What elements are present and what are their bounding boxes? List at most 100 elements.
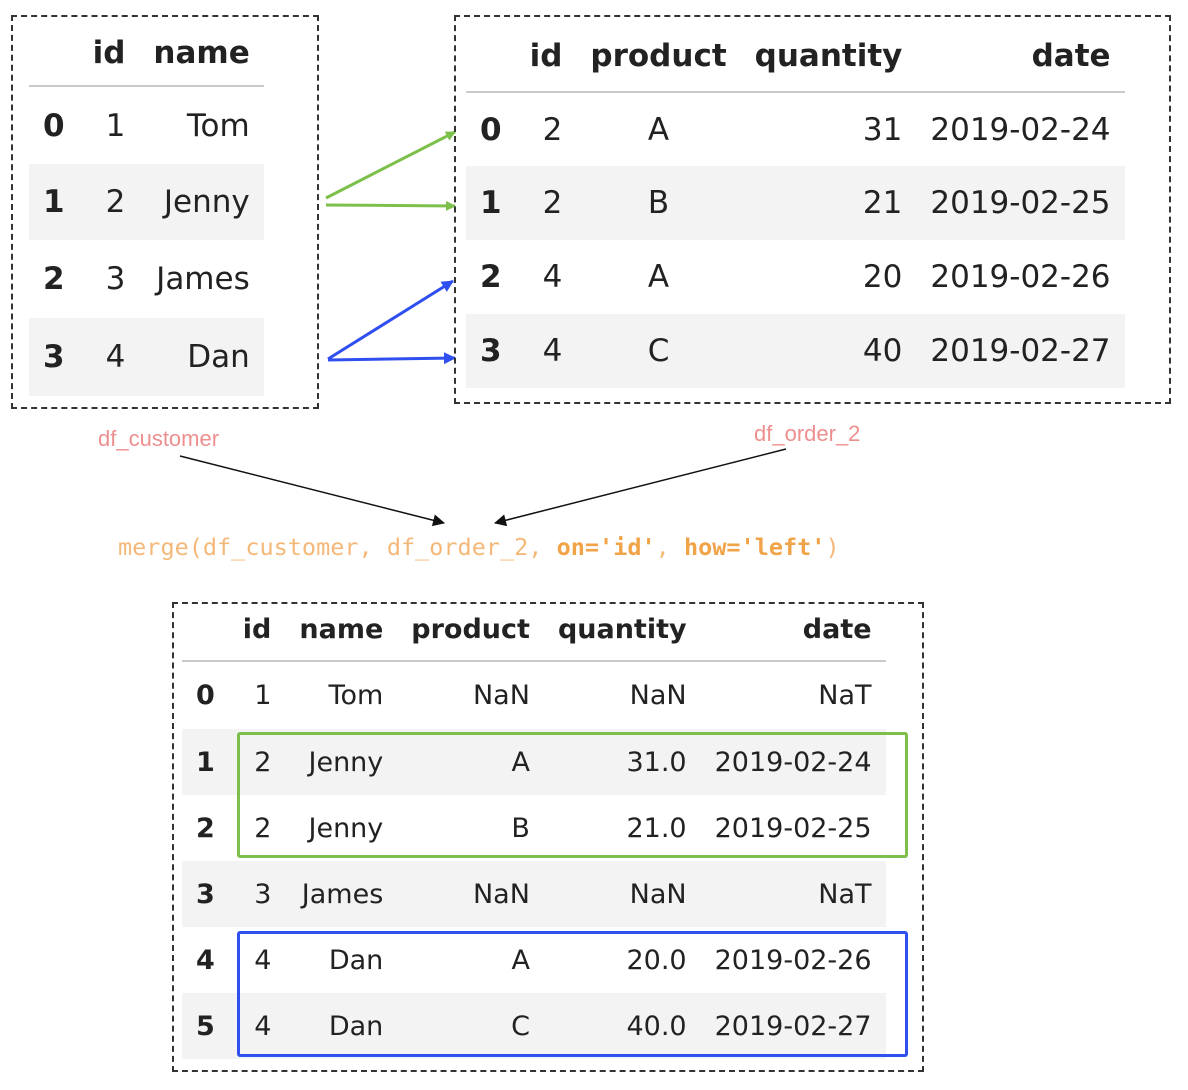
header-row: id name product quantity date bbox=[182, 598, 886, 662]
name-cell: Jenny bbox=[308, 812, 384, 844]
table-row: 1 2 Jenny bbox=[29, 164, 264, 240]
id-cell: 2 bbox=[542, 185, 563, 221]
id-cell: 4 bbox=[254, 1010, 272, 1042]
table-row: 0 1 Tom NaN NaN NaT bbox=[182, 661, 886, 729]
row-index: 5 bbox=[196, 1010, 215, 1042]
row-index: 2 bbox=[480, 259, 502, 295]
product-cell: B bbox=[647, 185, 670, 221]
product-cell: A bbox=[511, 944, 530, 976]
merge-call-separator: , bbox=[655, 533, 684, 561]
table-row: 3 4 Dan bbox=[29, 318, 264, 396]
table-row: 3 3 James NaN NaN NaT bbox=[182, 861, 886, 927]
table-row: 1 2 B 21 2019-02-25 bbox=[466, 166, 1125, 240]
table-row: 0 2 A 31 2019-02-24 bbox=[466, 92, 1125, 166]
name-cell: Dan bbox=[187, 339, 250, 375]
order-table-frame bbox=[454, 15, 1171, 404]
product-cell: NaN bbox=[472, 878, 530, 910]
id-cell: 3 bbox=[105, 261, 126, 297]
product-cell: B bbox=[511, 812, 530, 844]
merge-how-argument: how='left' bbox=[683, 533, 826, 561]
date-cell: 2019-02-24 bbox=[714, 746, 872, 778]
date-cell: 2019-02-24 bbox=[930, 111, 1111, 148]
product-cell: C bbox=[511, 1010, 530, 1042]
name-cell: James bbox=[301, 878, 384, 910]
name-cell: James bbox=[156, 261, 250, 297]
header-cell: name bbox=[285, 598, 398, 662]
name-cell: Jenny bbox=[163, 184, 250, 220]
product-cell: NaN bbox=[472, 680, 530, 711]
order-table: id product quantity date 0 2 A 3 1 2019-0… bbox=[466, 20, 1125, 388]
dan-to-order-3-arrow bbox=[327, 352, 456, 365]
merge-call-prefix: merge(df_customer, df_order_2, bbox=[118, 533, 557, 561]
customer-table-frame bbox=[11, 15, 319, 409]
id-cell: 3 bbox=[254, 878, 272, 910]
dan-to-order-2-arrow bbox=[327, 279, 454, 361]
customer-to-merge-arrow bbox=[179, 455, 445, 527]
name-cell: Dan bbox=[328, 1010, 384, 1042]
row-index: 1 bbox=[43, 184, 65, 220]
customer-table: id name 0 1 Tom 1 2 Jenny 2 3 James 3 4 … bbox=[29, 20, 264, 396]
name-cell: Dan bbox=[328, 944, 384, 976]
date-cell: 2019-02-25 bbox=[930, 185, 1111, 221]
id-cell: 4 bbox=[105, 339, 126, 375]
quantity-cell: 21.0 bbox=[626, 812, 687, 844]
customer-table-caption: df_customer bbox=[98, 426, 220, 451]
merge-on-argument: on='id' bbox=[556, 533, 656, 561]
row-index: 1 bbox=[196, 746, 215, 778]
header-cell: id bbox=[515, 20, 577, 93]
header-cell: quantity bbox=[740, 20, 917, 93]
jenny-to-order-0-arrow bbox=[325, 130, 456, 200]
row-index: 3 bbox=[480, 333, 502, 369]
name-cell: Tom bbox=[328, 680, 384, 711]
merge-call-code: merge(df_customer, df_order_2, on='id', … bbox=[118, 533, 840, 561]
header-cell: id bbox=[78, 20, 140, 87]
product-cell: A bbox=[647, 259, 670, 295]
row-index: 1 bbox=[480, 185, 502, 221]
header-cell: date bbox=[916, 20, 1125, 93]
header-row: id product quantity date bbox=[466, 20, 1125, 93]
header-row: id name bbox=[29, 20, 264, 87]
row-index: 0 bbox=[196, 680, 215, 711]
quantity-cell: 40.0 bbox=[626, 1010, 687, 1042]
id-cell: 2 bbox=[105, 184, 126, 220]
id-cell: 1 bbox=[105, 107, 126, 144]
date-cell: 2019-02-25 bbox=[714, 812, 872, 844]
header-cell: id bbox=[228, 598, 286, 662]
header-cell bbox=[29, 20, 79, 87]
table-row: 2 4 A 20 2019-02-26 bbox=[466, 240, 1125, 314]
product-cell: A bbox=[511, 746, 530, 778]
header-cell: product bbox=[397, 598, 544, 662]
header-cell bbox=[182, 598, 229, 662]
quantity-cell: 21 bbox=[862, 185, 903, 221]
id-cell: 2 bbox=[254, 812, 272, 844]
name-cell: Jenny bbox=[308, 746, 384, 778]
quantity-cell: NaN bbox=[629, 680, 687, 711]
product-cell: C bbox=[647, 333, 670, 369]
row-index: 2 bbox=[43, 261, 65, 297]
row-index: 0 bbox=[480, 111, 502, 148]
table-row: 5 4 Dan C 40.0 2019-02-27 bbox=[182, 993, 886, 1059]
id-cell: 4 bbox=[254, 944, 272, 976]
id-cell: 4 bbox=[542, 333, 563, 369]
header-cell: quantity bbox=[543, 598, 701, 662]
header-cell: name bbox=[139, 20, 264, 87]
table-row: 4 4 Dan A 20.0 2019-02-26 bbox=[182, 927, 886, 993]
row-index: 0 bbox=[43, 107, 65, 144]
name-cell: Tom bbox=[186, 107, 250, 144]
quantity-cell: NaN bbox=[629, 878, 687, 910]
date-cell: 2019-02-26 bbox=[714, 944, 872, 976]
table-row: 2 2 Jenny B 21.0 2019-02-25 bbox=[182, 795, 886, 861]
product-cell: A bbox=[647, 111, 670, 148]
quantity-cell: 31.0 bbox=[626, 746, 687, 778]
id-cell: 2 bbox=[542, 111, 563, 148]
date-cell: NaT bbox=[818, 680, 872, 711]
quantity-cell: 20.0 bbox=[626, 944, 687, 976]
date-cell: 2019-02-27 bbox=[714, 1010, 872, 1042]
header-cell bbox=[466, 20, 516, 93]
header-cell: date bbox=[700, 598, 886, 662]
quantity-cell: 40 bbox=[862, 333, 903, 369]
merge-call-suffix: ) bbox=[825, 533, 840, 561]
quantity-cell: 20 bbox=[862, 259, 903, 295]
row-index: 3 bbox=[43, 339, 65, 375]
